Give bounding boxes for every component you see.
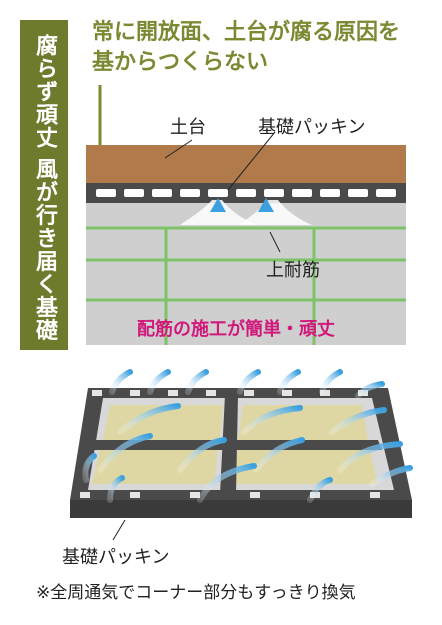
label-plan-packing: 基礎パッキン <box>62 547 170 568</box>
banner-text: 腐らず頑丈 風が行き届く基礎 <box>32 34 57 342</box>
leader-plan-packing <box>112 519 126 541</box>
label-dodai: 土台 <box>170 117 206 138</box>
wood-sill <box>86 145 406 183</box>
headline: 常に開放面、土台が腐る原因を 基からつくらない <box>92 18 432 78</box>
air-arrow-left <box>210 198 226 212</box>
plan-airflow <box>82 369 413 503</box>
headline-line2: 基からつくらない <box>92 50 269 75</box>
plan-packing-squares <box>80 390 380 498</box>
airflow-fan-right <box>240 200 312 225</box>
headline-line1: 常に開放面、土台が腐る原因を <box>92 20 401 45</box>
vertical-banner: 腐らず頑丈 風が行き届く基礎 <box>20 20 68 350</box>
leader-dodai <box>164 139 193 159</box>
rebar-grid <box>86 226 406 345</box>
packing-holes <box>96 189 396 197</box>
label-rebar: 上耐筋 <box>266 260 320 281</box>
leader-rebar <box>269 231 281 253</box>
caption-rebar: 配筋の施工が簡単・頑丈 <box>137 319 335 340</box>
note-text: ※全周通気でコーナー部分もすっきり換気 <box>36 583 356 603</box>
airflow-fan-left <box>180 200 258 225</box>
label-packing: 基礎パッキン <box>258 117 366 138</box>
leader-packing <box>227 131 276 191</box>
air-arrow-right <box>258 198 274 212</box>
